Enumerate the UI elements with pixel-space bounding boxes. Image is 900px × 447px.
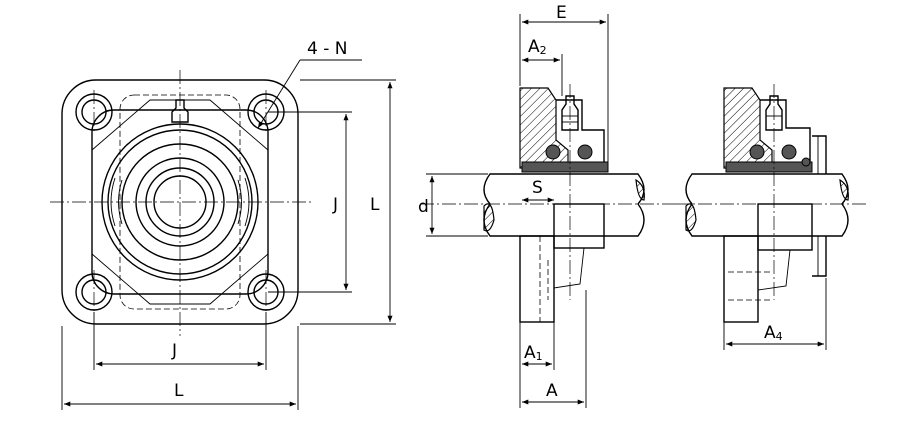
s-label: S <box>532 178 543 198</box>
a1-label: A1 <box>524 343 543 363</box>
a4-label: A4 <box>764 323 783 343</box>
j-horizontal-label: J <box>171 341 177 361</box>
a-label: A <box>546 381 558 401</box>
side-view: E A2 d S A1 A <box>418 3 676 408</box>
front-view: 4 - N J L J L <box>50 39 396 410</box>
bolt-holes-label: 4 - N <box>307 39 347 59</box>
d-label: d <box>418 197 429 217</box>
j-vertical-label: J <box>332 195 338 215</box>
l-vertical-label: L <box>370 195 380 215</box>
e-label: E <box>556 3 567 23</box>
side-view-with-cover: A4 <box>676 84 866 350</box>
grease-nipple <box>171 99 189 123</box>
l-horizontal-label: L <box>174 381 184 401</box>
a2-label: A2 <box>528 37 547 57</box>
